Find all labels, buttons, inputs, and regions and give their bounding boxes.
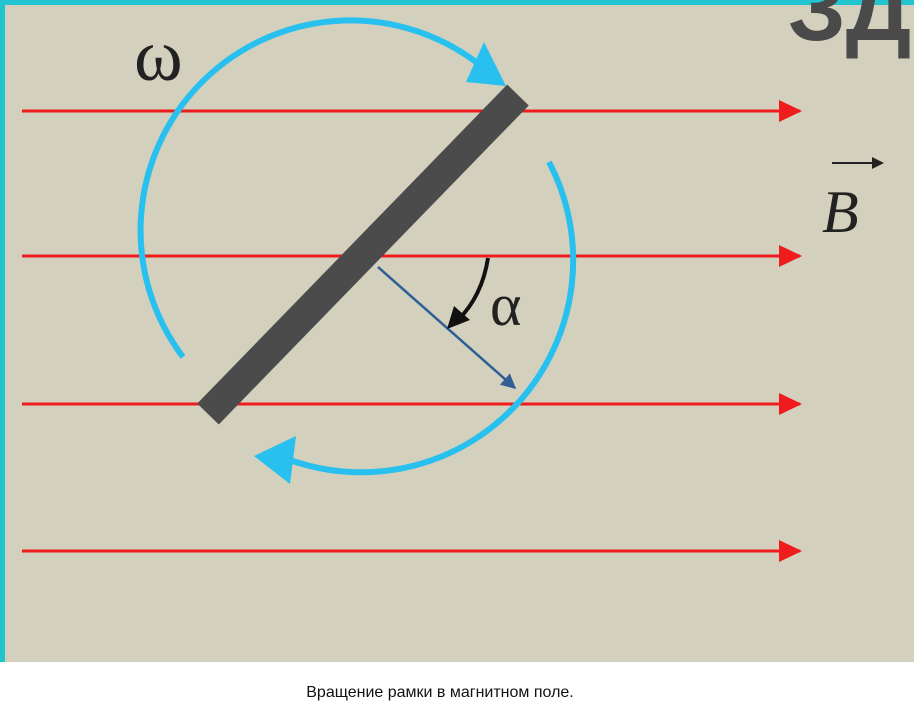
rotation-arrowhead-upper xyxy=(466,42,506,86)
field-line-arrowhead xyxy=(779,245,802,267)
rotation-arc-lower xyxy=(288,160,577,476)
rotation-arrows xyxy=(137,17,577,484)
diagram-background xyxy=(0,0,914,662)
alpha-label: α xyxy=(490,272,521,338)
corner-logo: ЗД xyxy=(788,0,911,60)
field-line-arrowhead xyxy=(779,540,802,562)
vector-arrow-head xyxy=(872,157,884,169)
omega-label: ω xyxy=(134,15,183,97)
field-vector-label: B xyxy=(822,157,884,245)
diagram-panel: ЗД xyxy=(0,0,914,662)
rotation-arrowhead-lower xyxy=(254,436,296,484)
frame-border-top xyxy=(0,0,914,5)
normal-vector xyxy=(377,266,517,389)
frame-border-left xyxy=(0,0,5,662)
field-label-b: B xyxy=(822,179,859,245)
figure-caption: Вращение рамки в магнитном поле. xyxy=(306,684,574,701)
rotation-arc-upper xyxy=(137,17,478,359)
rotating-loop-bar xyxy=(197,84,529,425)
rotating-loop-diagram: ЗД xyxy=(0,0,914,662)
angle-arrowhead xyxy=(447,306,470,329)
field-line-arrowhead xyxy=(779,100,802,122)
field-lines xyxy=(22,100,802,562)
field-line-arrowhead xyxy=(779,393,802,415)
